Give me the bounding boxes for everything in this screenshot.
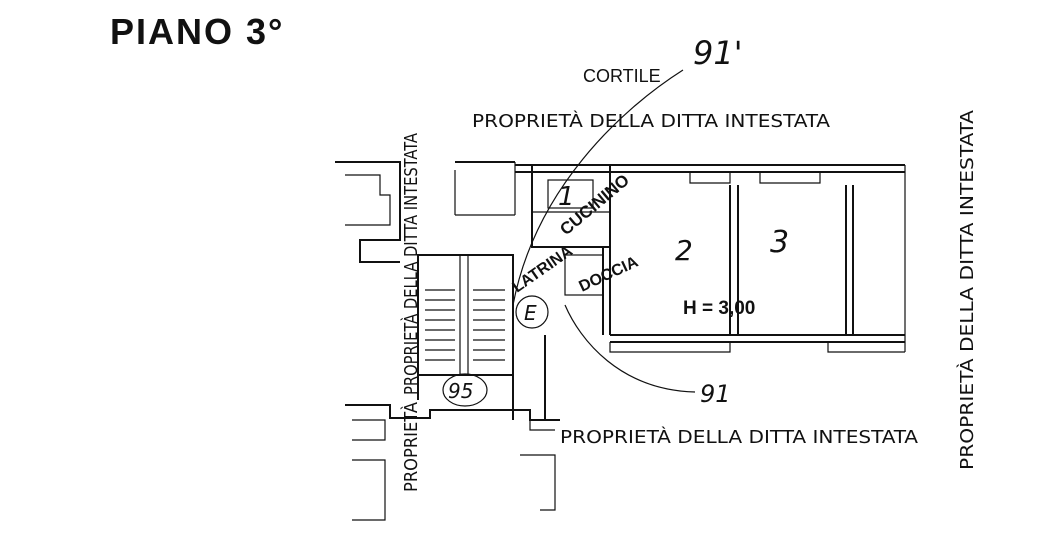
handwritten-arcs [512, 69, 696, 393]
shower-label: DOCCIA [577, 253, 642, 295]
toilet-label: LATRINA [510, 243, 577, 297]
property-label-top: PROPRIETÀ DELLA DITTA INTESTATA [472, 110, 830, 132]
property-label-left-upper: PROPRIETÀ DELLA DITTA INTESTATA [400, 133, 422, 395]
floor-label: PIANO 3° [110, 11, 284, 52]
property-label-right: PROPRIETÀ DELLA DITTA INTESTATA [956, 110, 978, 470]
courtyard-label: CORTILE [583, 66, 661, 86]
circle-e-label: E [524, 301, 537, 325]
property-label-left-lower: PROPRIETÀ [400, 402, 422, 492]
ceiling-height-label: H = 3,00 [683, 298, 755, 319]
circle-95 [442, 373, 488, 407]
note-bottom: 91 [700, 380, 731, 408]
circle-95-label: 95 [448, 379, 473, 403]
room-number-3: 3 [770, 225, 789, 260]
property-label-bottom: PROPRIETÀ DELLA DITTA INTESTATA [560, 426, 918, 448]
plan-walls [335, 161, 906, 521]
note-top: 91' [693, 34, 743, 72]
circle-e [515, 295, 549, 329]
room-number-1: 1 [558, 182, 575, 212]
room-number-2: 2 [675, 234, 693, 267]
